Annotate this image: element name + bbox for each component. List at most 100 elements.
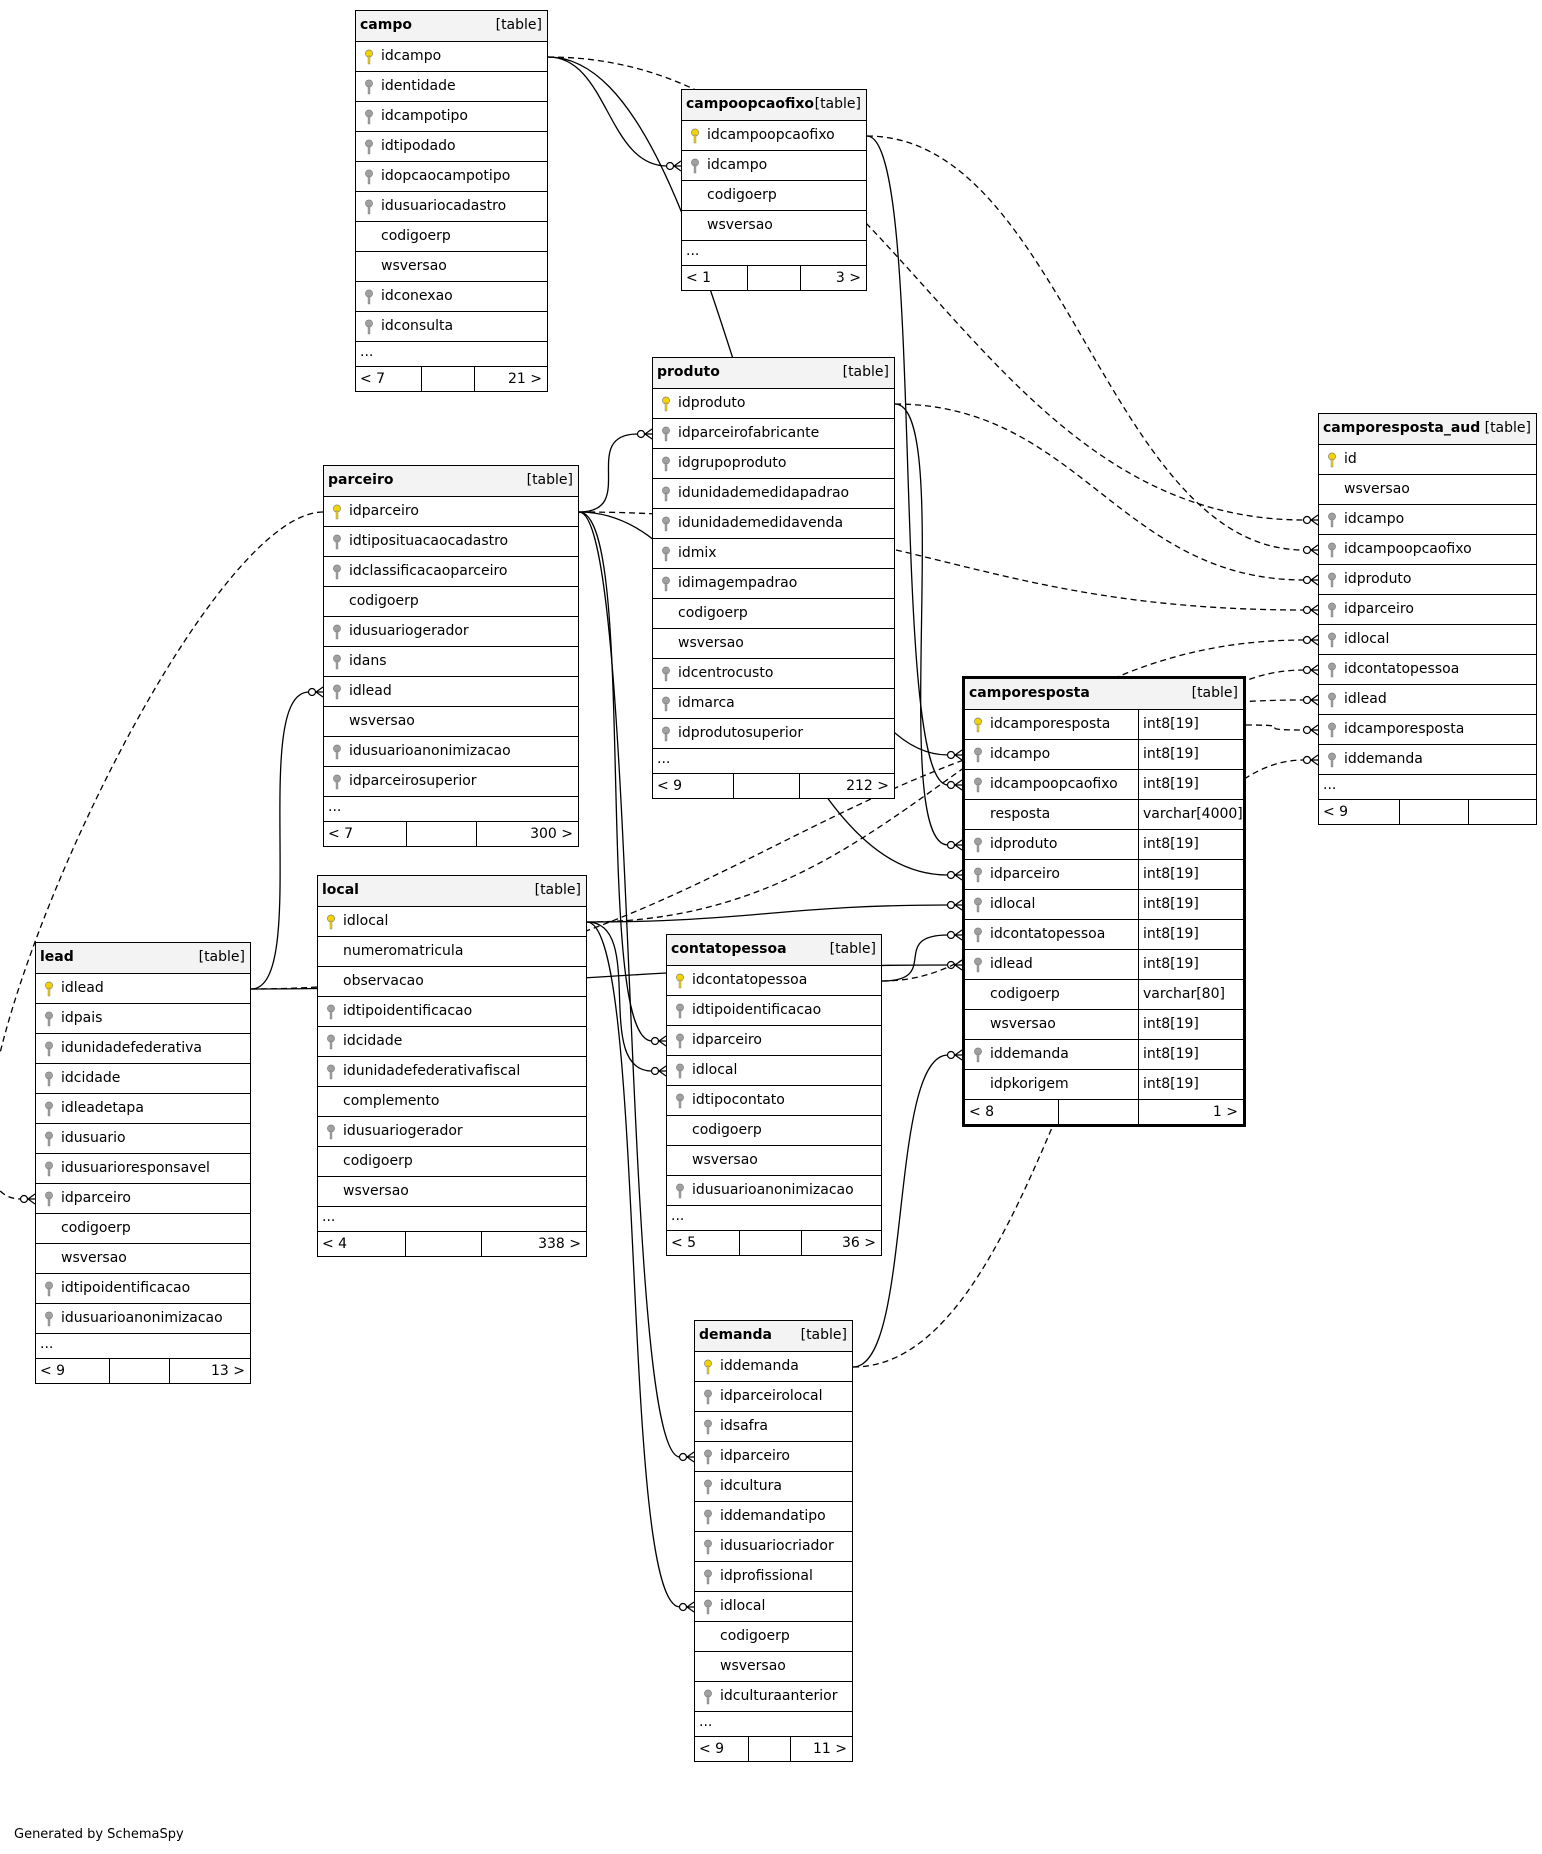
optional-marker — [678, 1452, 688, 1462]
table-type: [table] — [1484, 420, 1531, 436]
column-row: idusuariocriador — [695, 1532, 852, 1562]
column-name: codigoerp — [381, 228, 451, 244]
children-count: 300 > — [530, 826, 573, 842]
optional-marker — [1302, 665, 1312, 675]
column-name: idlocal — [1344, 631, 1390, 647]
optional-marker — [19, 1194, 29, 1204]
column-row: codigoerp — [653, 599, 894, 629]
column-name: idprofissional — [720, 1568, 813, 1584]
column-row: idproduto — [1319, 565, 1536, 595]
column-row: idleadetapa — [36, 1094, 250, 1124]
table-header: parceiro[table] — [324, 466, 578, 497]
column-name: wsversao — [61, 1250, 127, 1266]
many-marker — [644, 428, 653, 440]
column-name: idparceiro — [990, 866, 1060, 882]
column-name: observacao — [343, 973, 424, 989]
many-marker — [1310, 514, 1319, 526]
column-type: int8[19] — [1138, 860, 1243, 889]
column-row: idclassificacaoparceiro — [324, 557, 578, 587]
foreign-key-icon — [1327, 602, 1337, 618]
column-name: idprodutosuperior — [678, 725, 804, 741]
optional-marker — [636, 429, 646, 439]
column-name: wsversao — [343, 1183, 409, 1199]
column-name: idcontatopessoa — [990, 926, 1106, 942]
column-row: idcultura — [695, 1472, 852, 1502]
foreign-key-icon — [364, 79, 374, 95]
foreign-key-icon — [364, 109, 374, 125]
foreign-key-icon — [332, 744, 342, 760]
column-row: idtipoidentificacao — [36, 1274, 250, 1304]
column-name: codigoerp — [990, 986, 1060, 1002]
children-count: 1 > — [1212, 1104, 1238, 1120]
table-header: camporesposta_aud[table] — [1319, 414, 1536, 445]
column-row: idcampoopcaofixo — [682, 121, 866, 151]
column-name: idcultura — [720, 1478, 782, 1494]
column-row: codigoerp — [356, 222, 547, 252]
column-row: codigoerp — [324, 587, 578, 617]
more-columns: ... — [667, 1206, 881, 1231]
parents-count: < 7 — [356, 367, 422, 391]
foreign-key-icon — [44, 1311, 54, 1327]
column-row: idcampo — [356, 42, 547, 72]
many-marker — [1310, 664, 1319, 676]
column-name: idlocal — [720, 1598, 766, 1614]
foreign-key-icon — [661, 486, 671, 502]
column-row: idtipodado — [356, 132, 547, 162]
optional-marker — [1302, 545, 1312, 555]
column-name: wsversao — [990, 1016, 1056, 1032]
optional-marker — [1302, 695, 1312, 705]
column-name: idcampoopcaofixo — [707, 127, 835, 143]
foreign-key-icon — [1327, 632, 1337, 648]
column-name: idusuarioresponsavel — [61, 1160, 210, 1176]
foreign-key-icon — [326, 1064, 336, 1080]
table-type: [table] — [526, 472, 573, 488]
primary-key-icon — [326, 914, 336, 930]
column-type: int8[19] — [1138, 1070, 1243, 1099]
column-name: idunidademedidapadrao — [678, 485, 850, 501]
foreign-key-icon — [675, 1063, 685, 1079]
column-row: wsversao — [356, 252, 547, 282]
column-row: idparceirofabricante — [653, 419, 894, 449]
column-name: idparceiro — [692, 1032, 762, 1048]
relationship-line — [866, 135, 949, 786]
parents-count: < 5 — [667, 1231, 740, 1255]
foreign-key-icon — [1327, 572, 1337, 588]
column-row: codigoerp — [682, 181, 866, 211]
column-row: idpais — [36, 1004, 250, 1034]
foreign-key-icon — [973, 777, 983, 793]
column-row: codigoerp — [318, 1147, 586, 1177]
primary-key-icon — [364, 49, 374, 65]
foreign-key-icon — [332, 684, 342, 700]
many-marker — [954, 929, 963, 941]
column-row: idunidademedidavenda — [653, 509, 894, 539]
column-name: idleadetapa — [61, 1100, 144, 1116]
many-marker — [658, 1065, 667, 1077]
foreign-key-icon — [44, 1071, 54, 1087]
column-row: idusuariogerador — [318, 1117, 586, 1147]
foreign-key-icon — [973, 897, 983, 913]
foreign-key-icon — [1327, 542, 1337, 558]
column-name: idtipodado — [381, 138, 456, 154]
primary-key-icon — [44, 981, 54, 997]
column-type: int8[19] — [1138, 890, 1243, 919]
column-name: idusuariogerador — [343, 1123, 463, 1139]
column-row: idprodutosuperior — [653, 719, 894, 749]
foreign-key-icon — [44, 1011, 54, 1027]
optional-marker — [946, 930, 956, 940]
children-count: 212 > — [846, 778, 889, 794]
relationship-line — [578, 433, 639, 513]
table-name: campoopcaofixo — [686, 96, 815, 112]
foreign-key-icon — [973, 1047, 983, 1063]
column-name: idlead — [1344, 691, 1387, 707]
many-marker — [686, 1451, 695, 1463]
children-count — [1469, 800, 1536, 824]
parents-count: < 9 — [36, 1359, 110, 1383]
column-name: idcampotipo — [381, 108, 468, 124]
column-row: idparceirolocal — [695, 1382, 852, 1412]
